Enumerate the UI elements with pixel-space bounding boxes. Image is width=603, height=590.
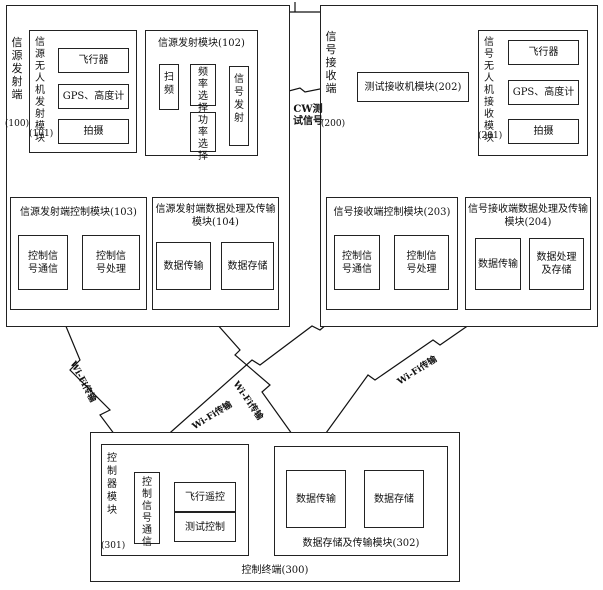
receiver-data-transfer: 数据传输 bbox=[475, 238, 521, 290]
source-data-module-title: 信源发射端数据处理及传输模块(104) bbox=[152, 203, 279, 229]
source-data-storage: 数据存储 bbox=[221, 242, 274, 290]
receiver-control-comm: 控制信号通信 bbox=[334, 235, 380, 290]
source-control-comm-label: 控制信号通信 bbox=[28, 250, 58, 275]
receiver-control-comm-label: 控制信号通信 bbox=[342, 250, 372, 275]
controller-comm: 控制信号通信 bbox=[134, 472, 160, 548]
receiver-control-proc-label: 控制信号处理 bbox=[406, 250, 437, 275]
source-transmit-module-title: 信源发射模块(102) bbox=[158, 38, 245, 49]
source-control-module-title: 信源发射端控制模块(103) bbox=[20, 207, 137, 218]
receiver-uav-module-label: 信号无人机接收模块 bbox=[484, 37, 494, 144]
source-terminal-label: 信源发射端 bbox=[11, 36, 23, 101]
wifi-label: Wi-Fi传输 bbox=[395, 354, 440, 388]
flight-remote: 飞行遥控 bbox=[174, 482, 236, 512]
control-terminal-label: 控制终端(300) bbox=[241, 565, 309, 576]
receiver-terminal-id: (200) bbox=[320, 119, 346, 129]
control-data-transfer: 数据传输 bbox=[286, 470, 346, 528]
wifi-label: Wi-Fi传输 bbox=[230, 379, 265, 423]
receiver-terminal-label: 信号接收端 bbox=[325, 30, 337, 95]
receiver-data-process-store: 数据处理及存储 bbox=[529, 238, 584, 290]
source-uav-module-label: 信源无人机发射模块 bbox=[35, 37, 45, 144]
scan-block: 扫频 bbox=[159, 64, 179, 110]
source-control-proc: 控制信号处理 bbox=[82, 235, 140, 290]
control-data-module-title: 数据存储及传输模块(302) bbox=[302, 538, 420, 549]
source-data-transfer: 数据传输 bbox=[156, 242, 211, 290]
test-control: 测试控制 bbox=[174, 512, 236, 542]
receiver-uav-item: GPS、高度计 bbox=[508, 80, 579, 105]
control-data-storage: 数据存储 bbox=[364, 470, 424, 528]
receiver-control-module-title: 信号接收端控制模块(203) bbox=[333, 207, 451, 218]
receiver-data-process-store-label: 数据处理及存储 bbox=[536, 252, 577, 276]
source-uav-item: 飞行器 bbox=[58, 48, 129, 73]
cw-test-signal-label: CW测试信号 bbox=[293, 104, 323, 128]
receiver-control-proc: 控制信号处理 bbox=[394, 235, 449, 290]
test-receiver-module: 测试接收机模块(202) bbox=[357, 72, 469, 102]
receiver-uav-module-id: (201) bbox=[478, 131, 503, 141]
receiver-data-module-title-text: 信号接收端数据处理及传输模块(204) bbox=[468, 204, 588, 228]
source-terminal-id: (100) bbox=[4, 119, 30, 129]
source-uav-item: GPS、高度计 bbox=[58, 84, 129, 109]
receiver-uav-item: 拍摄 bbox=[508, 119, 579, 144]
power-select-block: 功率选择 bbox=[190, 112, 216, 162]
receiver-data-module-title: 信号接收端数据处理及传输模块(204) bbox=[465, 203, 591, 229]
receiver-uav-item: 飞行器 bbox=[508, 40, 579, 65]
cw-test-signal-text: CW测试信号 bbox=[293, 104, 323, 127]
signal-emit-block: 信号发射 bbox=[229, 66, 249, 146]
source-uav-item: 拍摄 bbox=[58, 119, 129, 144]
wifi-label: Wi-Fi传输 bbox=[67, 359, 98, 405]
source-uav-module-id: (101) bbox=[29, 129, 54, 139]
source-control-proc-label: 控制信号处理 bbox=[96, 250, 126, 275]
source-data-module-title-text: 信源发射端数据处理及传输模块(104) bbox=[155, 204, 276, 228]
freq-select-block: 频率选择 bbox=[190, 64, 216, 114]
controller-module-id: (301) bbox=[101, 541, 126, 551]
wifi-label: Wi-Fi传输 bbox=[190, 399, 235, 433]
controller-module-label: 控制器模块 bbox=[107, 453, 117, 516]
source-control-comm: 控制信号通信 bbox=[18, 235, 68, 290]
